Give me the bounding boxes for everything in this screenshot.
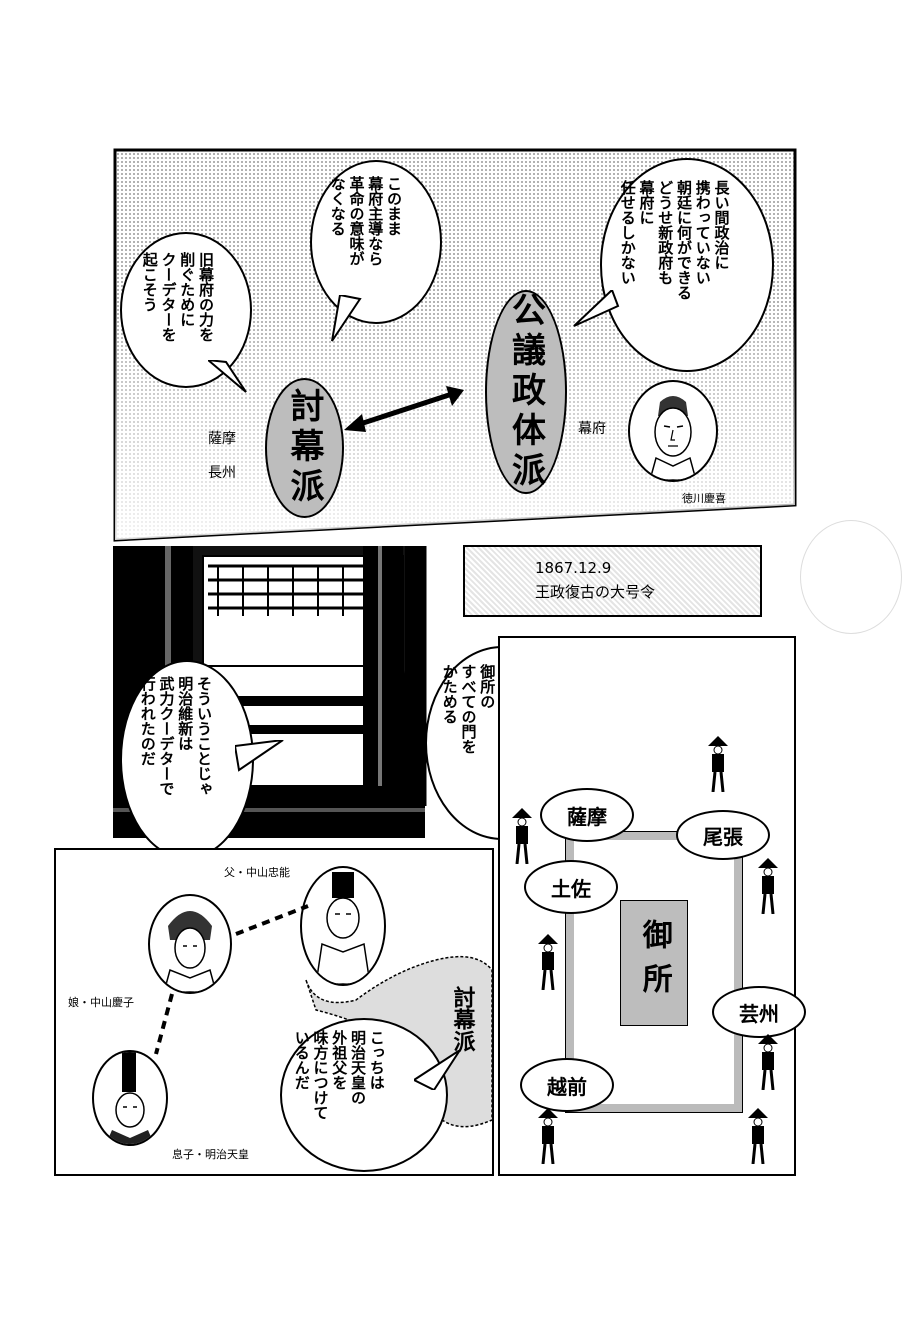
- portrait-drawing: [649, 396, 697, 480]
- faction-kogi: 公議政体派: [485, 290, 567, 494]
- caption-son: 息子・明治天皇: [172, 1148, 249, 1161]
- bubble-text-coup: 旧幕府の力を 削ぐために クーデターを 起こそう: [140, 252, 215, 342]
- palace-label: 御所: [636, 919, 672, 1007]
- bubble-text-revolution: このまま 幕府主導なら 革命の意味が なくなる: [328, 176, 403, 266]
- portrait-drawing: [106, 1052, 154, 1144]
- domain-label: 尾張: [703, 824, 743, 849]
- domain-oval-satsuma: 薩摩: [540, 788, 634, 842]
- soldier-icon: [512, 808, 532, 864]
- portrait-tokugawa-yoshinobu: [628, 380, 718, 482]
- speech-bubble-bakufu: [600, 158, 774, 372]
- tobaku-label: 討幕派: [449, 986, 475, 1052]
- domain-oval-echizen: 越前: [520, 1058, 614, 1112]
- speech-bubble-meiji: [120, 660, 254, 859]
- bubble-tail: [573, 290, 620, 327]
- domain-choshu-label: 長州: [208, 465, 236, 481]
- domain-oval-tosa: 土佐: [524, 860, 618, 914]
- domain-label: 越前: [547, 1074, 587, 1099]
- bubble-tail: [414, 1050, 461, 1090]
- bubble-text-meiji: そういうことじゃ 明治維新は 武力クーデターで 行われたのだ: [138, 676, 213, 796]
- faction-tobaku: 討幕派: [265, 378, 344, 518]
- bubble-tail: [331, 295, 362, 342]
- bubble-tail: [235, 740, 284, 772]
- soldier-icon: [708, 736, 728, 792]
- portrait-drawing: [315, 872, 371, 984]
- palace-gate-edge: [405, 546, 427, 806]
- domain-satsuma-label: 薩摩: [208, 431, 236, 447]
- dotted-link-daughter: [154, 993, 174, 1055]
- soldier-icon: [538, 934, 558, 990]
- bubble-text-grandfather: こっちは 明治天皇の 外祖父を 味方につけて いるんだ: [292, 1030, 386, 1120]
- soldier-icon: [758, 1034, 778, 1090]
- speech-bubble-revolution: [310, 160, 442, 324]
- faction-tobaku-label: 討幕派: [284, 388, 324, 508]
- portrait-emperor-meiji: [92, 1050, 168, 1146]
- portrait-nakayama-tadayasu: [300, 866, 386, 986]
- palace-wall: [565, 831, 743, 1113]
- soldier-icon: [748, 1108, 768, 1164]
- decorative-oval: [800, 520, 902, 634]
- caption-title: 王政復古の大号令: [535, 583, 656, 601]
- soldier-icon: [758, 858, 778, 914]
- speech-bubble-coup: [120, 232, 252, 388]
- domain-oval-owari: 尾張: [676, 810, 770, 860]
- dotted-link-father: [235, 904, 309, 936]
- date-caption-box: 1867.12.9 王政復古の大号令: [463, 545, 762, 617]
- portrait-drawing: [163, 911, 217, 992]
- palace-box: 御所: [620, 900, 688, 1026]
- panel-factions: 旧幕府の力を 削ぐために クーデターを 起こそう このまま 幕府主導なら 革命の…: [0, 0, 907, 560]
- caption-tokugawa-yoshinobu: 徳川慶喜: [682, 492, 726, 505]
- soldier-icon: [538, 1108, 558, 1164]
- faction-kogi-label: 公議政体派: [505, 292, 546, 492]
- bakufu-label: 幕府: [578, 421, 606, 437]
- panel-palace-map: 御所 薩摩 尾張 土佐 芸州 越前: [498, 636, 806, 1176]
- caption-father: 父・中山忠能: [224, 866, 290, 879]
- caption-date: 1867.12.9: [535, 559, 612, 577]
- domain-oval-geishu: 芸州: [712, 986, 806, 1038]
- double-arrow-icon: [344, 386, 464, 432]
- caption-daughter: 娘・中山慶子: [68, 996, 134, 1009]
- speech-bubble-grandfather: [280, 1018, 448, 1172]
- bubble-tail: [208, 360, 247, 393]
- panel-lineage: 父・中山忠能 娘・中山慶子 息子・明治天皇: [54, 848, 494, 1176]
- domain-label: 薩摩: [567, 804, 607, 829]
- domain-label: 土佐: [551, 876, 591, 901]
- portrait-nakayama-yoshiko: [148, 894, 232, 994]
- domain-label: 芸州: [739, 1001, 779, 1026]
- bubble-text-bakufu: 長い間政治に 携わっていない 朝廷に何ができる どうせ新政府も 幕府に 任せるし…: [618, 180, 731, 300]
